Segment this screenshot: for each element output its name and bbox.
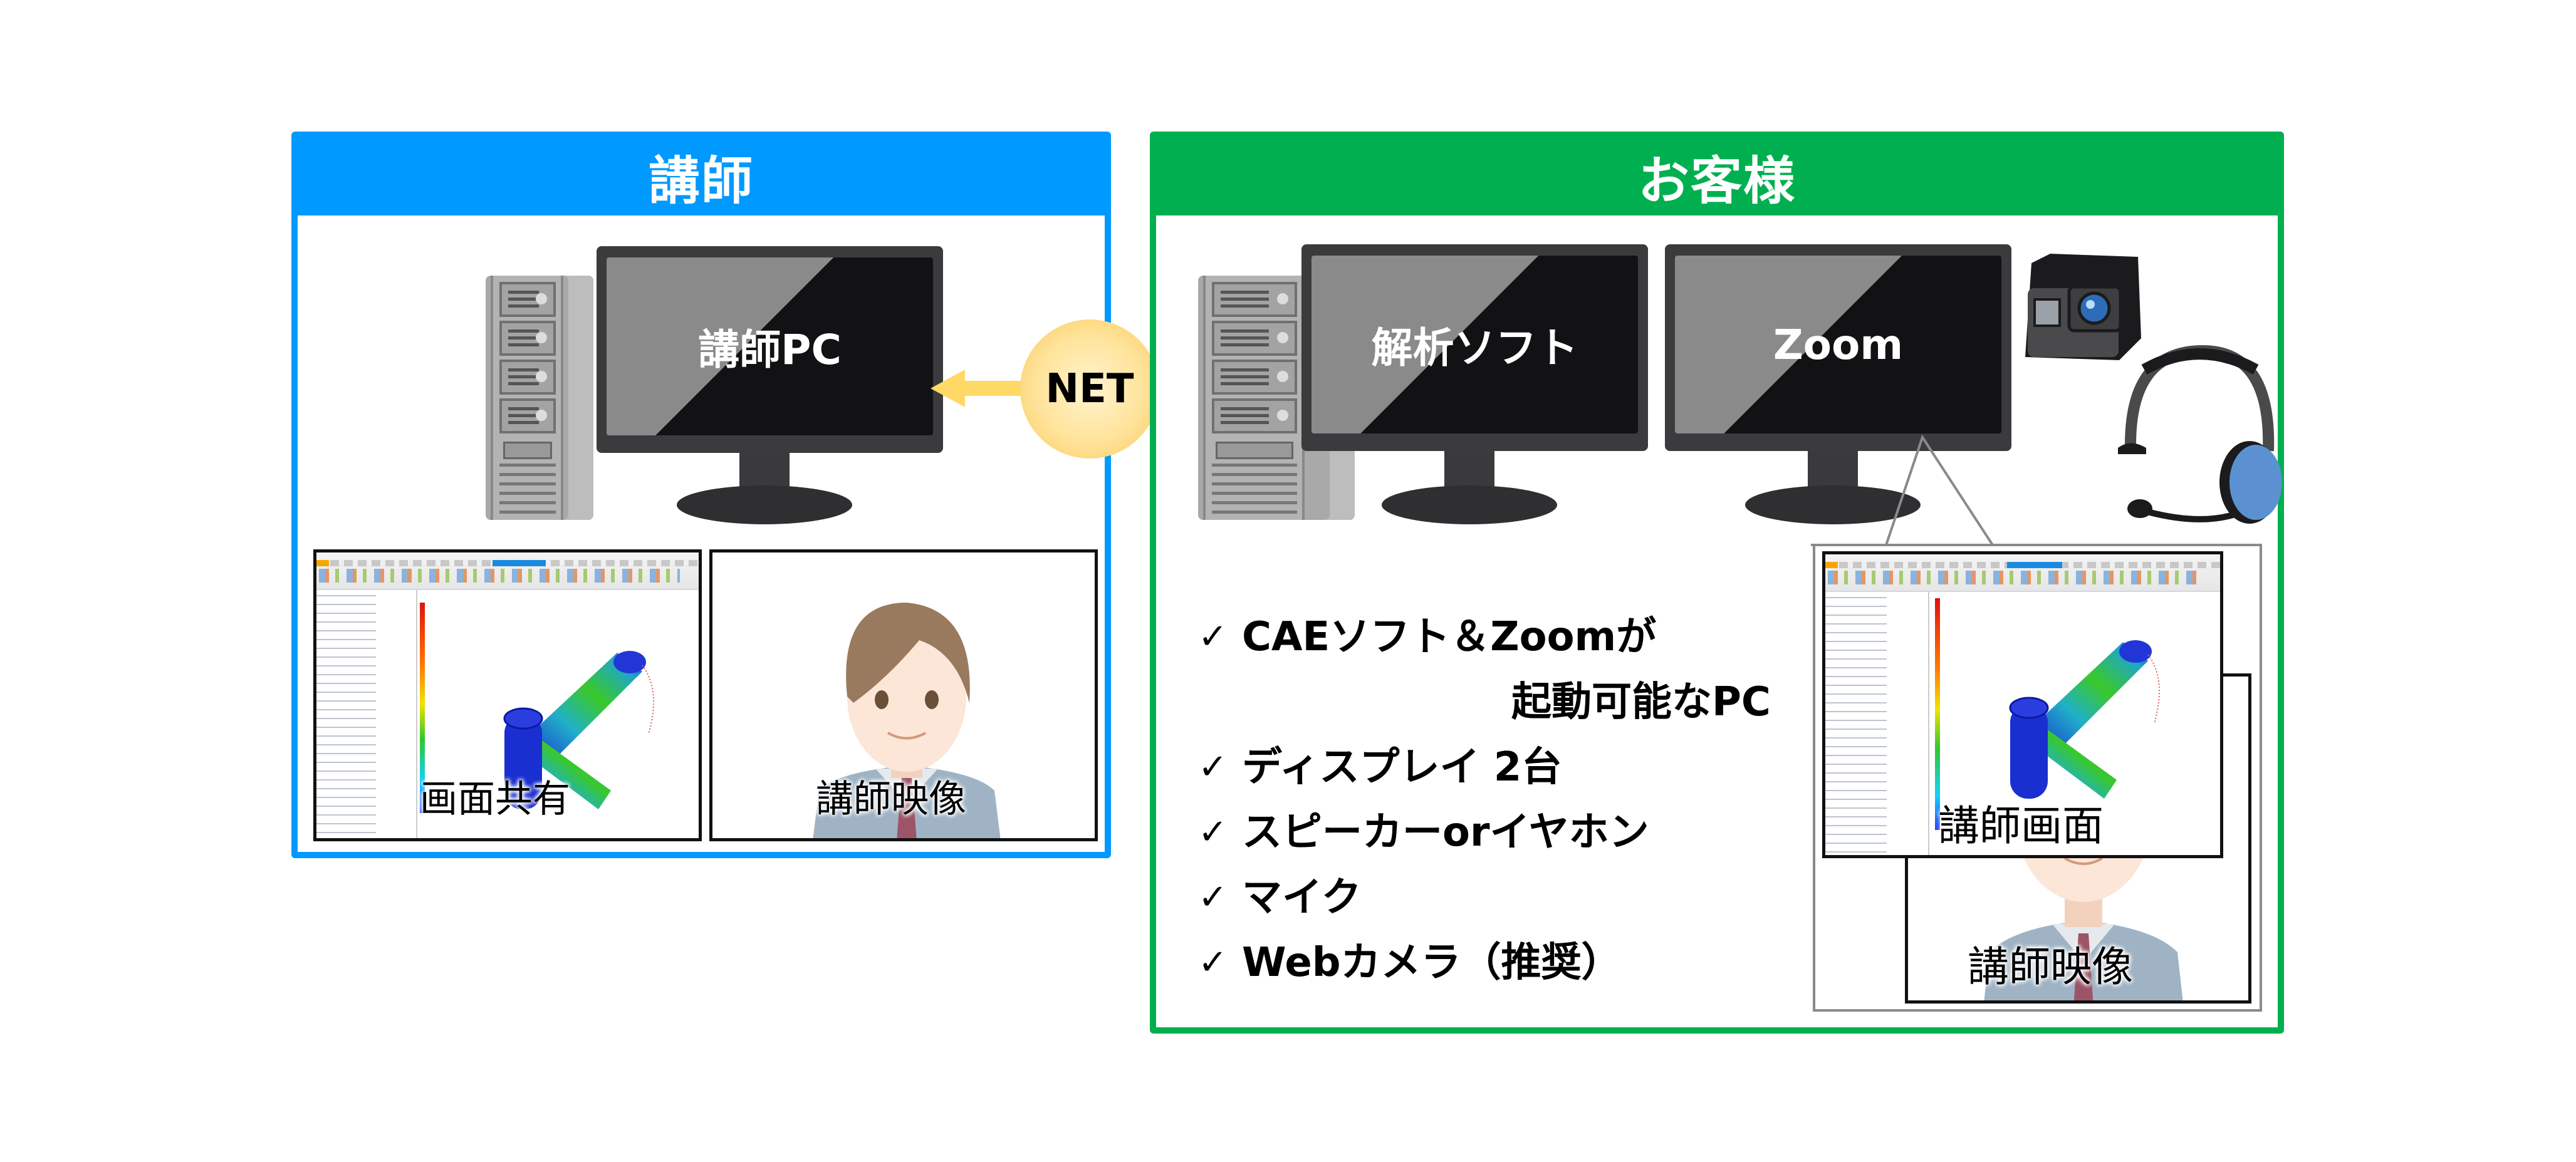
callout-screen-caption: 講師画面	[1938, 802, 2104, 850]
customer-panel-title: お客様	[1637, 152, 1796, 211]
check-icon: ✓	[1198, 747, 1228, 787]
requirement-item: ✓ CAEソフト＆Zoomが	[1198, 604, 1771, 670]
requirement-text: スピーカーorイヤホン	[1242, 809, 1649, 856]
requirement-item: ✓ マイク	[1198, 865, 1771, 930]
callout-pointer	[1811, 434, 2143, 546]
callout-instructor-screen: 講師画面	[1822, 551, 2223, 858]
requirements-checklist: ✓ CAEソフト＆Zoomが 起動可能なPC ✓ ディスプレイ 2台 ✓ スピー…	[1198, 604, 1771, 995]
screen-share-caption: 画面共有	[420, 777, 570, 821]
net-arrow-left	[956, 381, 1031, 396]
screen-share-thumbnail: 画面共有	[313, 549, 702, 841]
instructor-video-thumbnail: 講師映像	[709, 549, 1098, 841]
fea-stress-model	[503, 651, 654, 809]
instructor-monitor: 講師PC	[597, 246, 943, 453]
requirement-item: ✓ Webカメラ（推奨）	[1198, 930, 1771, 995]
check-icon: ✓	[1198, 877, 1228, 918]
zoom-label: Zoom	[1773, 320, 1904, 369]
requirement-text: マイク	[1242, 874, 1362, 921]
analysis-software-label: 解析ソフト	[1371, 324, 1578, 372]
instructor-video-caption: 講師映像	[816, 777, 966, 821]
monitor-2-base	[1745, 485, 1921, 524]
net-label: NET	[1045, 366, 1134, 412]
web-camera-icon	[2025, 254, 2141, 360]
instructor-panel-header: 講師	[297, 137, 1105, 215]
net-arrowhead-left-icon	[931, 370, 965, 407]
zoom-monitor: Zoom	[1665, 244, 2011, 451]
check-icon: ✓	[1198, 942, 1228, 983]
net-hub: NET	[1020, 319, 1159, 459]
instructor-pc-tower-icon	[486, 276, 593, 520]
monitor-1-base	[1382, 485, 1557, 524]
instructor-monitor-base	[677, 485, 852, 524]
check-icon: ✓	[1198, 616, 1228, 657]
analysis-software-monitor: 解析ソフト	[1301, 244, 1648, 451]
headset-icon	[2118, 345, 2282, 524]
requirement-item: ✓ ディスプレイ 2台	[1198, 735, 1771, 800]
customer-panel-header: お客様	[1155, 137, 2278, 215]
callout-fea-stress-model	[2009, 640, 2160, 799]
callout-video-caption: 講師映像	[1968, 943, 2133, 991]
requirement-text: Webカメラ（推奨）	[1242, 940, 1622, 986]
instructor-panel-title: 講師	[648, 152, 754, 211]
requirement-item: ✓ スピーカーorイヤホン	[1198, 800, 1771, 865]
instructor-pc-label: 講師PC	[698, 326, 842, 374]
instructor-avatar-icon	[813, 603, 1001, 838]
check-icon: ✓	[1198, 812, 1228, 853]
requirement-text: ディスプレイ 2台	[1242, 744, 1562, 791]
requirement-text-continuation: 起動可能なPC	[1511, 679, 1771, 725]
requirement-text: CAEソフト＆Zoomが	[1242, 614, 1657, 660]
requirement-item-continuation: 起動可能なPC	[1198, 670, 1771, 735]
